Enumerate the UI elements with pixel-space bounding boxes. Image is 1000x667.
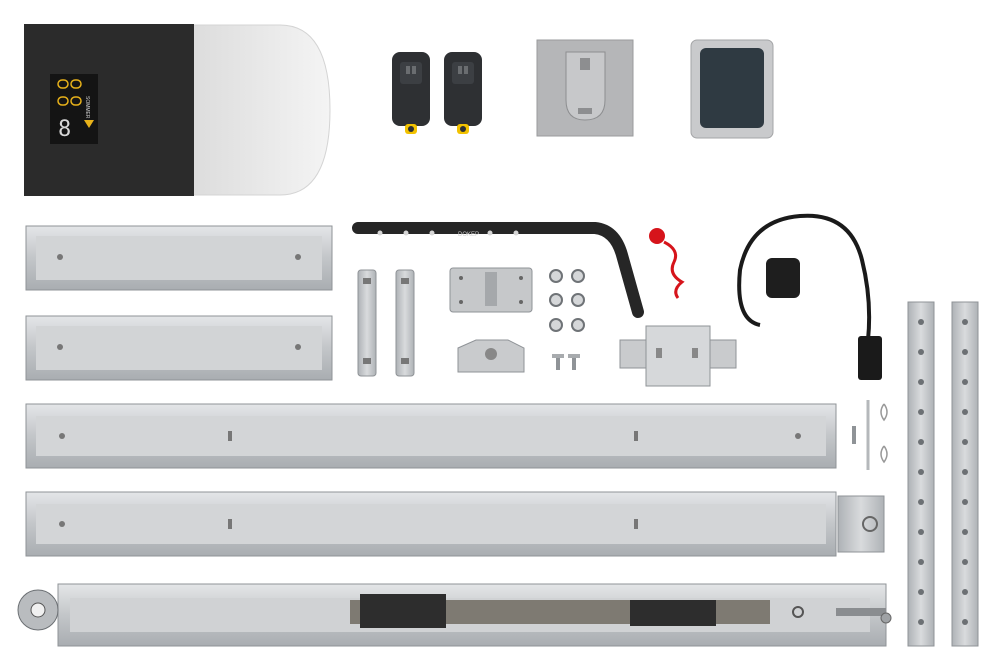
small-strap-bracket-1: [357, 269, 377, 377]
door-arm-bracket: [352, 222, 644, 318]
nuts-set: [549, 269, 585, 332]
long-rail-section-1: [25, 403, 837, 469]
small-strap-bracket-2: [395, 269, 415, 377]
remote-wall-holder: [536, 39, 634, 137]
angle-bracket: [457, 339, 525, 373]
opener-brand-label: SOMMER: [84, 96, 90, 119]
pins-and-clips: [852, 400, 888, 470]
perforated-strap-1: [907, 301, 935, 647]
bolts-set: [552, 354, 580, 370]
door-arm-stamp: DOKEP: [458, 232, 479, 238]
emergency-release-cord: [649, 228, 685, 299]
chain-rail-assembly: [17, 583, 892, 647]
remote-control-1: [392, 52, 430, 134]
remote-control-2: [444, 52, 482, 134]
short-rail-section-2: [25, 315, 333, 381]
power-cable: [737, 213, 882, 380]
ceiling-mount-bracket: [619, 325, 737, 387]
perforated-strap-2: [951, 301, 979, 647]
wall-push-button: [690, 39, 774, 139]
long-rail-section-2: [25, 491, 885, 557]
opener-display-digit: 8: [58, 117, 71, 142]
mounting-plate: [449, 267, 533, 313]
opener-unit: [24, 24, 331, 196]
short-rail-section-1: [25, 225, 333, 291]
